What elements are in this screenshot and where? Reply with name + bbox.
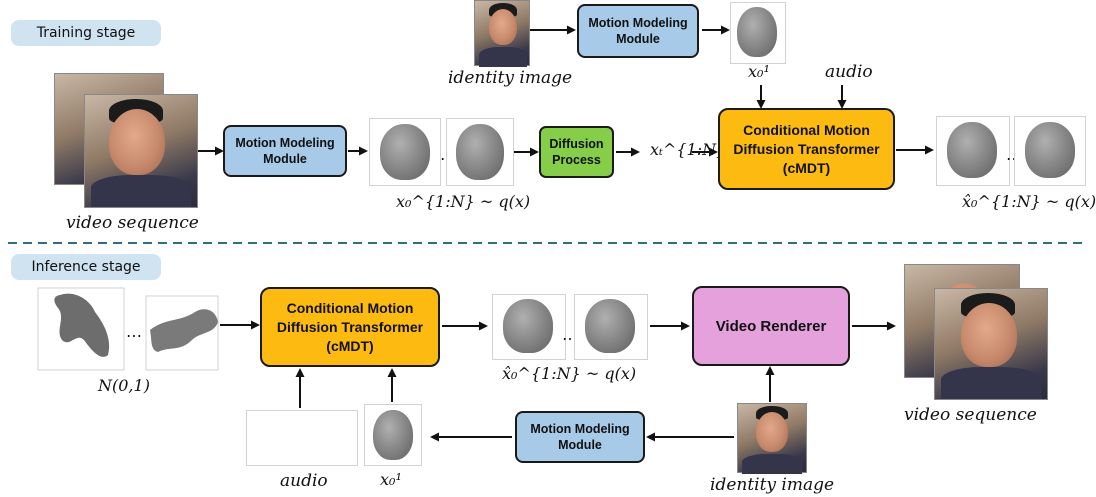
inf-identity-photo-icon	[737, 403, 807, 474]
3d-face-icon	[737, 7, 777, 57]
inference-audio-label: audio	[280, 471, 328, 491]
3d-face-icon	[380, 124, 430, 180]
3d-face-icon	[947, 122, 997, 178]
inf-face-frame-1	[492, 294, 566, 360]
output-face-frame-2	[1014, 116, 1086, 186]
output-face-frame-1	[936, 116, 1010, 186]
inference-identity-label: identity image	[710, 475, 835, 495]
inference-stage-label: Inference stage	[11, 254, 161, 280]
cmdt-box-inference: Conditional Motion Diffusion Transformer…	[260, 287, 440, 367]
noise-label: N(0,1)	[98, 376, 150, 395]
audio-frame-bottom	[246, 410, 358, 466]
training-audio-label: audio	[825, 62, 873, 82]
audio-waveform-icon	[249, 415, 354, 459]
training-stage-label: Training stage	[11, 20, 161, 46]
training-x0-label: x₀¹	[748, 62, 770, 81]
noise-dots: …	[126, 322, 142, 341]
inf-x0-frame	[364, 404, 422, 466]
3d-face-icon	[373, 410, 413, 460]
motion-modeling-module-top: Motion Modeling Module	[577, 4, 699, 58]
xt-label: xₜ^{1:N}	[650, 140, 727, 159]
noise-blob-icon	[37, 287, 125, 371]
video-frame-front-icon	[84, 94, 198, 208]
diffusion-process-box: Diffusion Process	[539, 126, 614, 178]
motion-modeling-module-inference: Motion Modeling Module	[515, 411, 645, 463]
output-video-front-icon	[934, 288, 1048, 400]
inf-face-frame-2	[574, 294, 648, 360]
training-seq-label: x₀^{1:N} ~ q(x)	[396, 192, 531, 211]
inference-x0-label: x₀¹	[380, 470, 402, 489]
video-renderer-box: Video Renderer	[692, 286, 850, 366]
x0-face-frame	[730, 2, 786, 64]
inference-video-label: video sequence	[904, 405, 1037, 425]
3d-face-icon	[503, 299, 553, 353]
3d-face-icon	[585, 299, 635, 353]
cmdt-box-training: Conditional Motion Diffusion Transformer…	[718, 108, 895, 190]
training-identity-label: identity image	[448, 68, 573, 88]
audio-waveform-icon	[795, 24, 896, 62]
face-seq-frame-1	[369, 118, 441, 186]
face-seq-frame-2	[446, 118, 514, 186]
training-video-label: video sequence	[66, 213, 199, 233]
3d-face-icon	[1025, 122, 1075, 178]
motion-modeling-module-main: Motion Modeling Module	[223, 125, 347, 177]
inference-output-label: x̂₀^{1:N} ~ q(x)	[502, 364, 637, 383]
3d-face-icon	[456, 124, 504, 180]
noise-blob-icon	[145, 295, 219, 371]
training-output-label: x̂₀^{1:N} ~ q(x)	[962, 192, 1096, 211]
identity-photo-icon	[474, 0, 530, 67]
